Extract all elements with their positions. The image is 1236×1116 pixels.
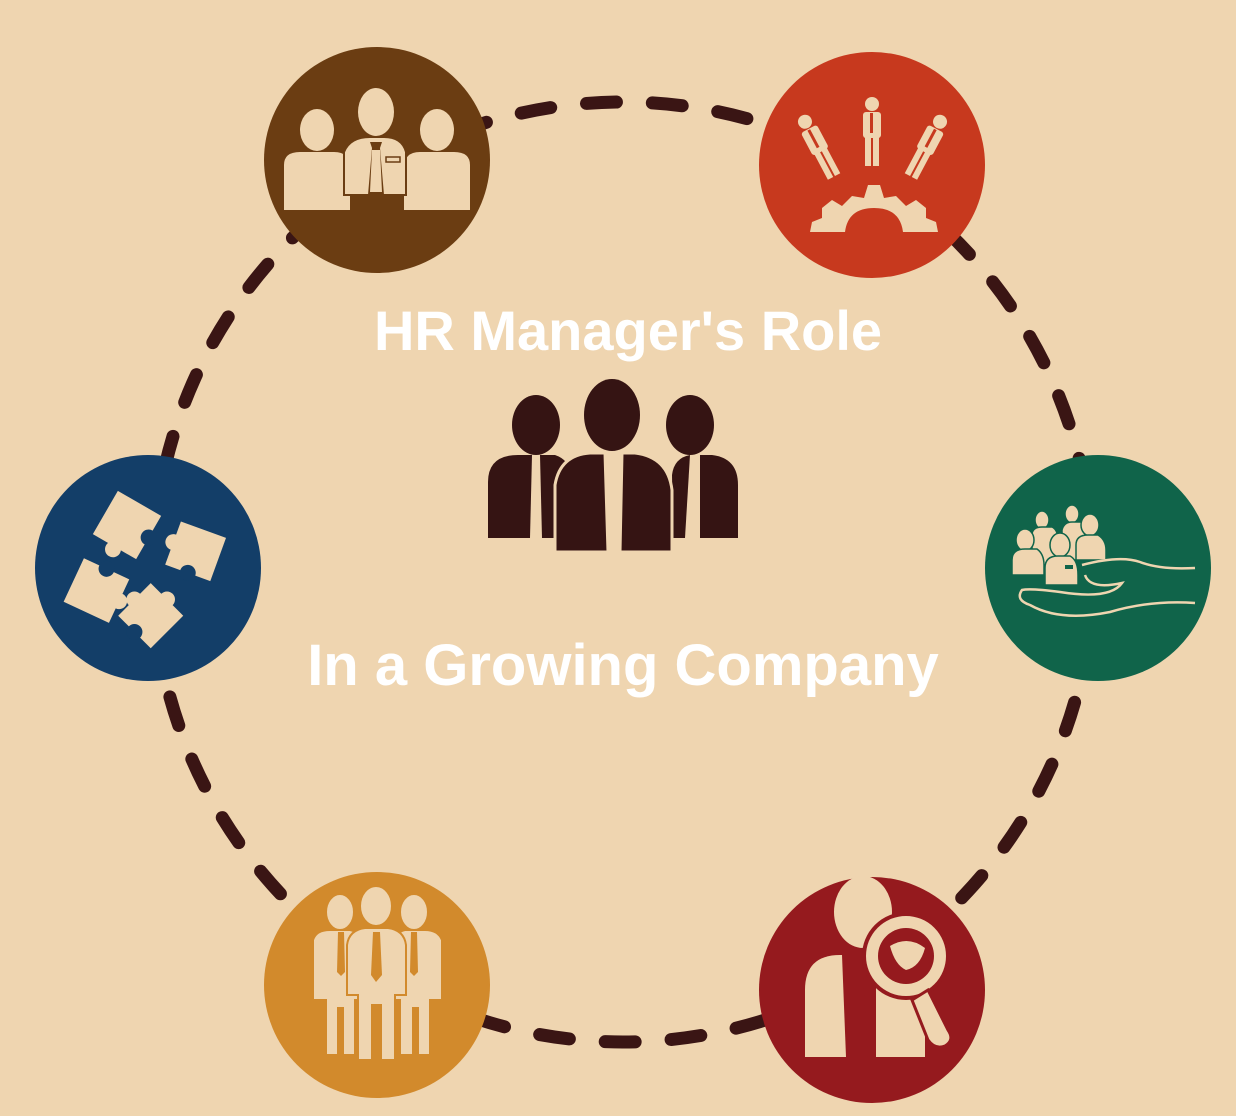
business-people-icon (312, 885, 443, 1061)
people-in-hand-icon (1011, 504, 1196, 617)
group-people-icon (488, 379, 738, 554)
team-leader-icon (284, 88, 470, 210)
node-puzzle (35, 455, 261, 681)
node-management (759, 52, 985, 278)
puzzle-pieces-icon (63, 490, 227, 649)
magnifier-person-icon (805, 876, 953, 1057)
node-care (985, 455, 1211, 681)
title-line-2: In a Growing Company (307, 633, 939, 698)
people-on-gear-icon (797, 97, 948, 232)
node-team (264, 47, 490, 273)
node-staff (264, 872, 490, 1098)
node-search (759, 876, 985, 1103)
title-line-1: HR Manager's Role (373, 299, 883, 362)
